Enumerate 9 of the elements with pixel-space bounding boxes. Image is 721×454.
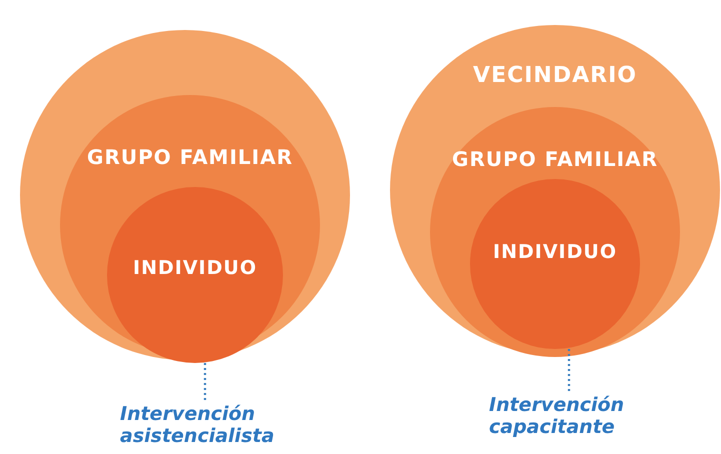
caption-text: Intervención capacitante	[489, 394, 649, 438]
caption-text: Intervención asistencialista	[120, 403, 290, 447]
circle-label: GRUPO FAMILIAR	[87, 145, 293, 169]
circle-label: INDIVIDUO	[133, 257, 257, 279]
circle-label: GRUPO FAMILIAR	[452, 147, 658, 171]
leader-line	[568, 348, 570, 391]
leader-line	[204, 362, 206, 400]
circle-label: INDIVIDUO	[493, 241, 617, 263]
circle-label: VECINDARIO	[473, 63, 637, 88]
